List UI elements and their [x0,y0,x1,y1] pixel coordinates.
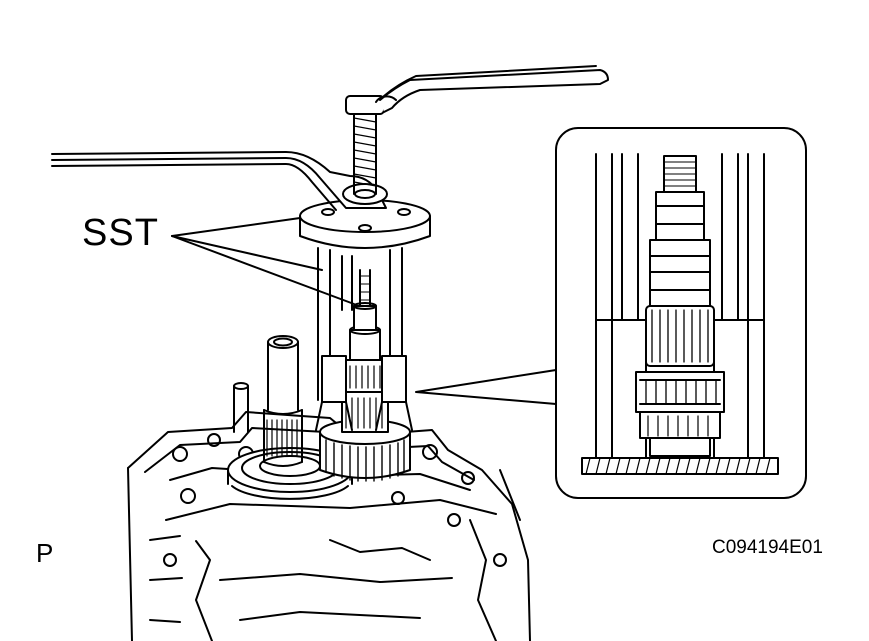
sst-label: SST [82,212,159,254]
wrench [375,65,609,113]
locating-pin [233,382,249,433]
puller-plate [299,199,431,249]
sst-leader-lines [171,217,355,305]
callout-pointer [415,369,557,405]
gear-stack [341,269,389,433]
view-letter: P [36,538,54,568]
output-shaft [263,335,303,467]
detail-inset [555,127,807,499]
puller-legs [315,247,413,431]
figure-code: C094194E01 [712,537,823,558]
center-screw [345,95,385,195]
